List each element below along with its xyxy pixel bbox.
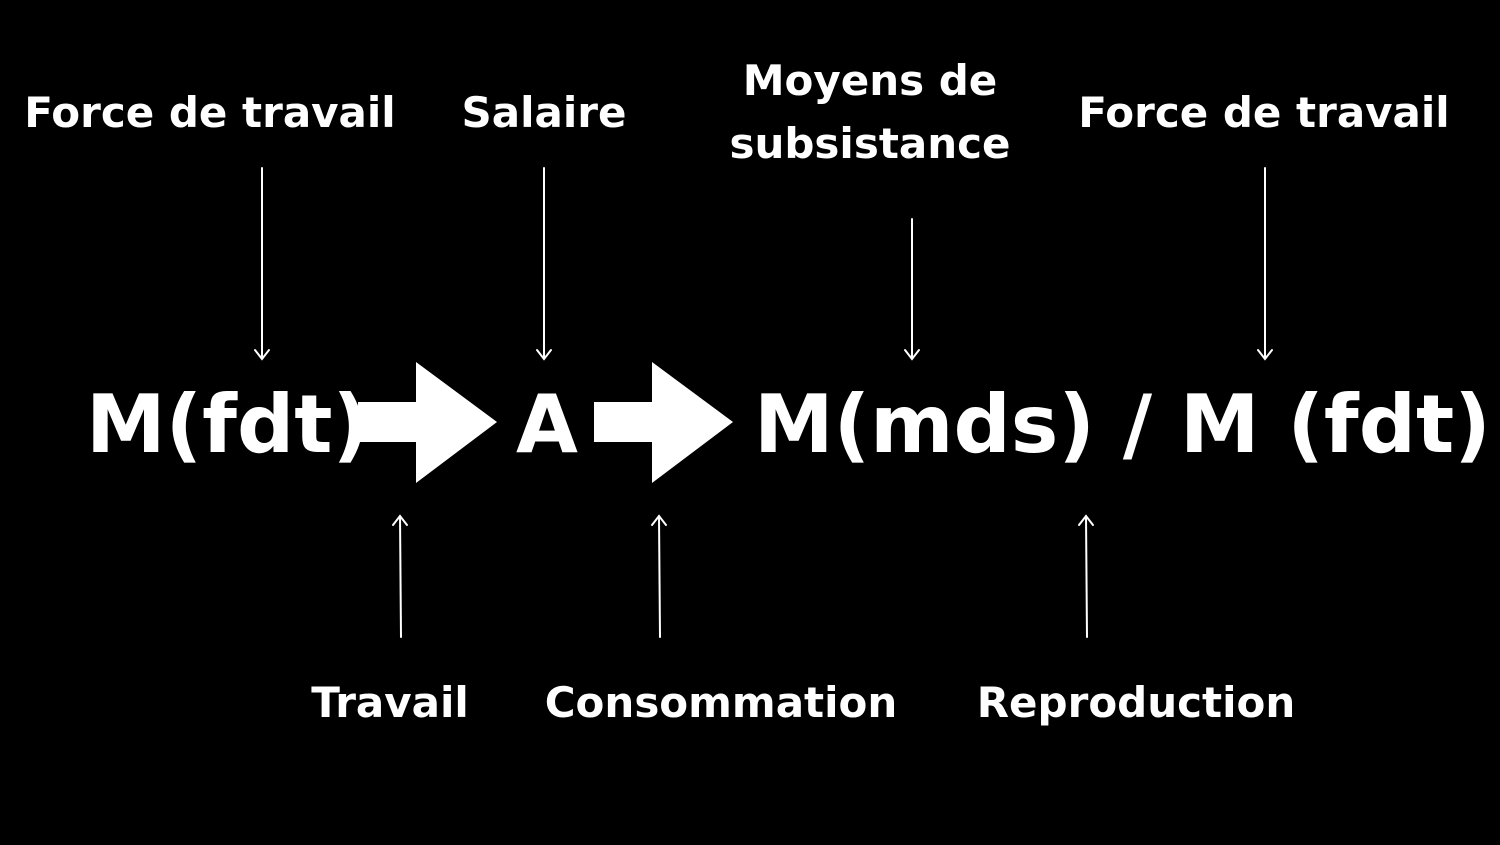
label-consommation: Consommation (544, 678, 898, 727)
label-reproduction: Reproduction (976, 678, 1296, 727)
right-block-arrow-icon (358, 362, 497, 483)
formula-term-mfdt: M(fdt) (86, 378, 370, 471)
down-arrow-icon (1257, 167, 1273, 361)
label-subsistance: subsistance (729, 119, 1011, 168)
label-salaire: Salaire (461, 88, 627, 137)
up-arrow-icon (651, 514, 667, 638)
formula-term-a: A (516, 378, 578, 471)
label-force-de-travail-left: Force de travail (24, 88, 396, 137)
label-travail: Travail (311, 678, 469, 727)
down-arrow-icon (254, 167, 270, 361)
up-arrow-icon (392, 514, 408, 638)
down-arrow-icon (536, 167, 552, 361)
formula-term-mmds-mfdt: M(mds) / M (fdt) (754, 378, 1491, 471)
right-block-arrow-icon (594, 362, 733, 483)
up-arrow-icon (1078, 514, 1094, 638)
label-force-de-travail-right: Force de travail (1078, 88, 1450, 137)
down-arrow-icon (904, 218, 920, 361)
label-moyens-de: Moyens de (742, 56, 998, 105)
